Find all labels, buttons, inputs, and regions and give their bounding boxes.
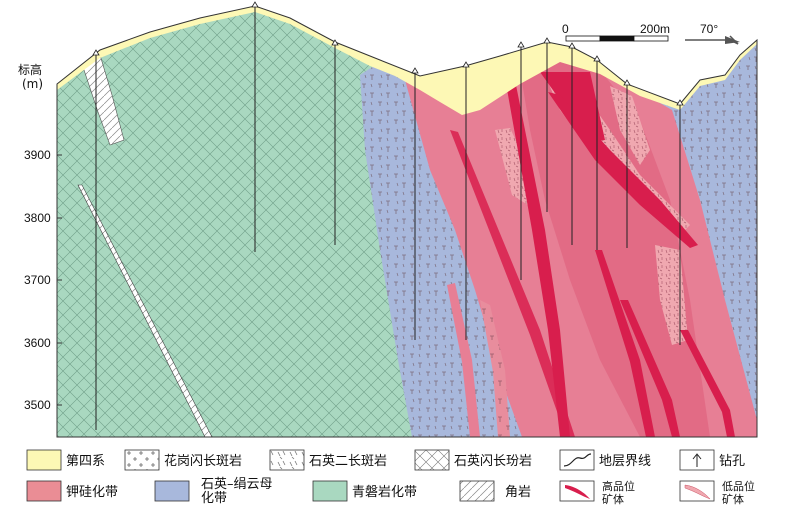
svg-text:化带: 化带 (201, 491, 227, 505)
legend: 第四系 花岗闪长斑岩 石英二长斑岩 石英闪长玢岩 地层界线 钻孔 钾硅化带 (26, 449, 755, 505)
high-grade-icon (565, 485, 590, 499)
scale-zero: 0 (562, 22, 569, 36)
scale-max: 200m (640, 22, 670, 36)
svg-text:高品位: 高品位 (602, 479, 635, 493)
tick-label: 3500 (24, 398, 51, 412)
high-grade-orebody (595, 250, 655, 437)
svg-text:角岩: 角岩 (505, 485, 531, 500)
high-grade-orebody (680, 330, 735, 437)
high-grade-orebody (620, 300, 680, 437)
tick-label: 3700 (24, 273, 51, 287)
tick-label: 3600 (24, 336, 51, 350)
orientation-indicator: 70° (685, 22, 740, 45)
svg-text:石英–绢云母: 石英–绢云母 (201, 476, 273, 492)
potassic-dike (447, 283, 480, 437)
high-grade-orebody (548, 92, 698, 248)
svg-text:钻孔: 钻孔 (719, 454, 745, 469)
svg-text:石英闪长玢岩: 石英闪长玢岩 (454, 454, 532, 469)
legend-item-k-silicate: 钾硅化带 (26, 480, 118, 502)
svg-text:矿体: 矿体 (722, 492, 744, 505)
legend-item-propylitic: 青磐岩化带 (312, 480, 417, 502)
low-grade-icon (684, 484, 711, 500)
quartz-sericite-sliver (480, 300, 510, 437)
legend-item-quaternary: 第四系 (26, 449, 105, 471)
svg-text:第四系: 第四系 (66, 454, 105, 469)
svg-text:低品位: 低品位 (722, 479, 755, 493)
legend-item-hornfels: 角岩 (459, 480, 531, 502)
legend-item-quartz-diorite: 石英闪长玢岩 (414, 449, 532, 471)
legend-item-drillhole: 钻孔 (679, 449, 745, 471)
tick-label: 3800 (24, 211, 51, 225)
legend-item-boundary: 地层界线 (559, 449, 651, 471)
axis-title: 标高 (18, 62, 42, 77)
svg-text:青磐岩化带: 青磐岩化带 (352, 485, 417, 500)
legend-item-granite-porphyry: 花岗闪长斑岩 (124, 449, 242, 471)
legend-item-quartz-monzonite: 石英二长斑岩 (269, 449, 387, 471)
high-grade-orebody (450, 130, 575, 437)
boundary-line-icon (563, 453, 592, 467)
vein (77, 184, 213, 437)
scale-bar: 0 200m (562, 22, 670, 42)
low-grade-orebody (610, 86, 650, 165)
potassic-core (520, 58, 710, 437)
axis-unit: (m) (22, 77, 43, 91)
svg-text:钾硅化带: 钾硅化带 (66, 485, 118, 500)
orientation-label: 70° (700, 22, 718, 36)
arrowhead-icon (725, 36, 740, 44)
legend-item-high-grade: 高品位 矿体 (559, 479, 635, 505)
section-body (57, 6, 757, 437)
svg-text:石英二长斑岩: 石英二长斑岩 (309, 454, 387, 469)
legend-item-low-grade: 低品位 矿体 (679, 479, 755, 505)
drillhole-collars (92, 1, 684, 106)
svg-text:花岗闪长斑岩: 花岗闪长斑岩 (164, 453, 242, 469)
svg-text:矿体: 矿体 (602, 492, 624, 505)
tick-label: 3900 (24, 148, 51, 162)
elevation-axis: 标高 (m) 3900 3800 3700 3600 3500 (18, 62, 62, 412)
drillholes (95, 6, 681, 430)
svg-text:地层界线: 地层界线 (599, 454, 651, 469)
legend-item-quartz-sericite: 石英–绢云母 化带 (154, 476, 273, 505)
drillhole-arrow-icon (692, 453, 702, 467)
